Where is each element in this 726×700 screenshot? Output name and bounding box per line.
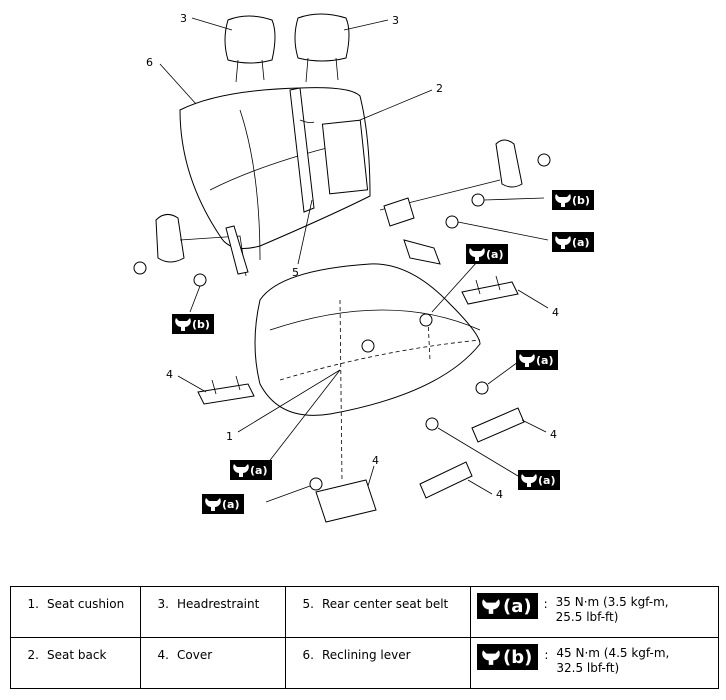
torque-spec-a: 35 N·m (3.5 kgf-m,25.5 lbf-ft) bbox=[555, 595, 669, 624]
torque-badge-a-lower-left: (a) bbox=[230, 460, 272, 480]
torque-badge-a-center: (a) bbox=[466, 244, 508, 264]
callout-4-lower-right: 4 bbox=[496, 488, 503, 501]
callout-4-bottom: 4 bbox=[372, 454, 379, 467]
callout-2: 2 bbox=[436, 82, 443, 95]
legend-label: Seat back bbox=[47, 648, 107, 662]
wrench-icon bbox=[482, 599, 500, 614]
legend-cell: 6. Reclining lever bbox=[285, 637, 471, 689]
svg-text:(b): (b) bbox=[192, 318, 210, 331]
callout-4-upper-right: 4 bbox=[552, 306, 559, 319]
hinge-bracket-right bbox=[379, 139, 523, 227]
svg-text:(a): (a) bbox=[536, 354, 553, 367]
cover-lower-right bbox=[419, 461, 473, 499]
bolts bbox=[133, 153, 551, 491]
cover-bottom bbox=[315, 479, 377, 523]
callout-5: 5 bbox=[292, 266, 299, 279]
legend-label: Seat cushion bbox=[47, 597, 125, 611]
svg-text:(a): (a) bbox=[222, 498, 239, 511]
svg-text:(a): (a) bbox=[538, 474, 555, 487]
legend-number: 3. bbox=[157, 597, 169, 611]
callout-1: 1 bbox=[226, 430, 233, 443]
wrench-icon bbox=[482, 650, 500, 665]
torque-cell-a: (a):35 N·m (3.5 kgf-m,25.5 lbf-ft) bbox=[470, 586, 719, 638]
legend-number: 1. bbox=[27, 597, 39, 611]
torque-spec-b: 45 N·m (4.5 kgf-m,32.5 lbf-ft) bbox=[556, 646, 670, 675]
cover-left bbox=[197, 375, 255, 405]
torque-badge-b-right: (b) bbox=[552, 190, 594, 210]
torque-badge-a-lower-right: (a) bbox=[518, 470, 560, 490]
svg-text:(b): (b) bbox=[572, 194, 590, 207]
svg-text:(a): (a) bbox=[250, 464, 267, 477]
hinge-bracket-left bbox=[155, 214, 249, 277]
seat-back bbox=[179, 87, 371, 261]
torque-badge-a: (a) bbox=[477, 593, 538, 619]
legend-row: 1. Seat cushion 3. Headrestraint 5. Rear ce… bbox=[10, 586, 719, 638]
legend-label: Headrestraint bbox=[177, 597, 260, 611]
legend-label: Reclining lever bbox=[322, 648, 411, 662]
cover-upper-right bbox=[461, 275, 519, 305]
svg-text:(a): (a) bbox=[486, 248, 503, 261]
legend-label: Cover bbox=[177, 648, 213, 662]
callout-4-right: 4 bbox=[550, 428, 557, 441]
legend-number: 4. bbox=[157, 648, 169, 662]
torque-badge-b: (b) bbox=[477, 644, 539, 670]
callout-4-left: 4 bbox=[166, 368, 173, 381]
legend-cell: 3. Headrestraint bbox=[140, 586, 286, 638]
svg-text:(a): (a) bbox=[572, 236, 589, 249]
legend-label: Rear center seat belt bbox=[322, 597, 449, 611]
torque-badge-a-right: (a) bbox=[552, 232, 594, 252]
callout-6: 6 bbox=[146, 56, 153, 69]
torque-badge-a-bottom-left: (a) bbox=[202, 494, 244, 514]
legend-number: 6. bbox=[302, 648, 314, 662]
torque-badge-b-left: (b) bbox=[172, 314, 214, 334]
leader-lines bbox=[159, 17, 549, 503]
legend-cell: 2. Seat back bbox=[10, 637, 141, 689]
torque-badge-a-mid-right: (a) bbox=[516, 350, 558, 370]
legend-number: 5. bbox=[302, 597, 314, 611]
legend-cell: 5. Rear center seat belt bbox=[285, 586, 471, 638]
legend-row: 2. Seat back 4. Cover 6. Reclining lever (b… bbox=[10, 637, 719, 689]
parts-legend-table: 1. Seat cushion 3. Headrestraint 5. Rear ce… bbox=[10, 586, 719, 689]
buckle bbox=[403, 239, 441, 265]
cover-right bbox=[471, 407, 525, 443]
torque-cell-b: (b):45 N·m (4.5 kgf-m,32.5 lbf-ft) bbox=[470, 637, 719, 689]
callout-3-left: 3 bbox=[180, 12, 187, 25]
legend-number: 2. bbox=[27, 648, 39, 662]
callout-3-right: 3 bbox=[392, 14, 399, 27]
legend-cell: 1. Seat cushion bbox=[10, 586, 141, 638]
headrestraint-right bbox=[294, 13, 350, 83]
exploded-seat-diagram: 3 3 6 2 5 4 4 1 4 4 4 (b) (a) (a) (b) (a… bbox=[133, 12, 594, 523]
legend-cell: 4. Cover bbox=[140, 637, 286, 689]
headrestraint-left bbox=[224, 15, 276, 83]
